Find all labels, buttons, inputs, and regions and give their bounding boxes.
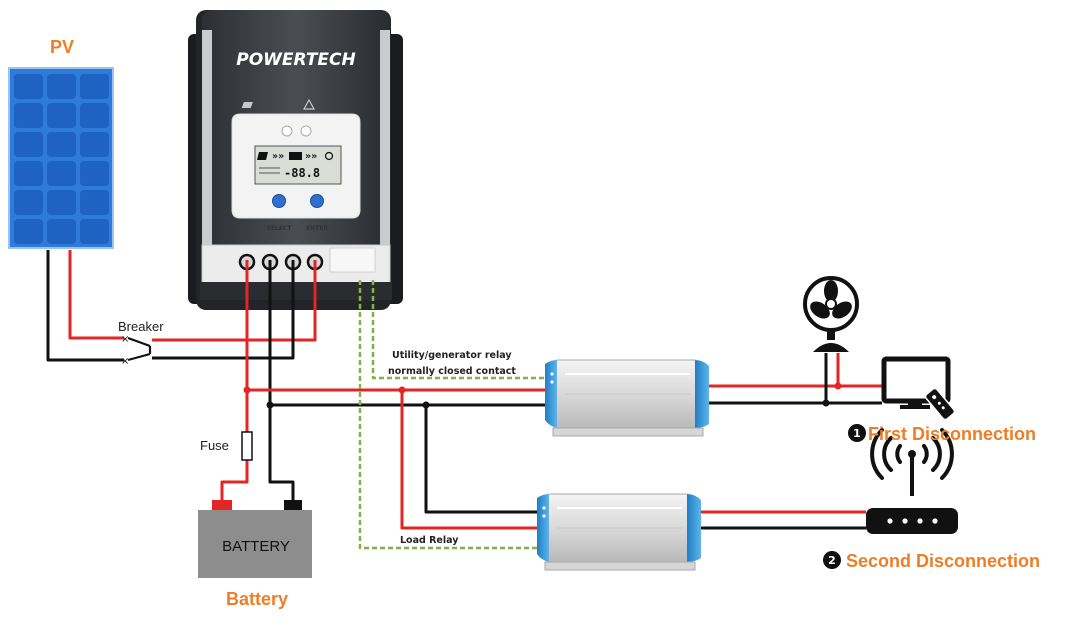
inverter2-positive	[400, 390, 538, 530]
brand-logo: POWERTECH	[236, 50, 356, 70]
breaker-contact-top: ×	[121, 334, 129, 345]
select-button-label: SELECT	[267, 225, 293, 232]
fan-icon	[803, 276, 859, 352]
utility-relay-label-line2: normally closed contact	[388, 366, 516, 377]
junction-dot	[422, 401, 430, 409]
fuse-label: Fuse	[200, 438, 229, 453]
solar-cell	[14, 74, 43, 99]
solar-cell	[47, 74, 76, 99]
lcd-battery-icon	[289, 152, 302, 160]
first-number-badge	[848, 424, 866, 442]
inverter-2	[537, 493, 701, 571]
battery-body	[198, 510, 312, 578]
enter-button-label: ENTER	[306, 225, 328, 232]
inverter-1	[545, 359, 709, 437]
wifi-router-icon	[866, 428, 958, 534]
solar-cell	[80, 74, 109, 99]
breaker-to-controller-neg	[152, 260, 295, 360]
indicator-led-left	[281, 125, 293, 137]
terminal-info-block	[329, 247, 376, 273]
solar-cell	[80, 161, 109, 186]
battery-caption: Battery	[226, 589, 288, 609]
lcd-panel-icon	[257, 152, 268, 160]
lcd-bulb-icon	[324, 151, 334, 161]
battery-negative-wire	[268, 260, 295, 502]
breaker-label: Breaker	[118, 319, 164, 334]
solar-cell	[47, 161, 76, 186]
lcd-arrows-left: »»	[272, 151, 284, 162]
solar-cell	[80, 132, 109, 157]
solar-cell	[14, 132, 43, 157]
junction-dot	[822, 399, 830, 407]
second-disconnection-label: Second Disconnection	[846, 551, 1040, 571]
second-number-badge	[823, 551, 841, 569]
load-relay-signal	[358, 280, 538, 550]
first-number: 1	[853, 427, 861, 440]
solar-cell	[14, 190, 43, 215]
solar-cell	[14, 103, 43, 128]
breaker-switch	[127, 336, 152, 362]
battery: BATTERY	[198, 500, 312, 578]
battery-positive-wire-lower	[220, 460, 249, 502]
solar-cell	[47, 132, 76, 157]
pv-negative-wire	[46, 250, 124, 362]
solar-cell	[80, 190, 109, 215]
battery-box-label: BATTERY	[222, 538, 290, 555]
first-disconnection-label: First Disconnection	[868, 424, 1036, 444]
lcd-readout: -88.8	[284, 166, 320, 180]
lcd-screen	[254, 145, 342, 185]
inverter2-negative	[424, 405, 538, 514]
junction-dot	[243, 386, 251, 394]
solar-cell	[80, 103, 109, 128]
junction-dot	[398, 386, 406, 394]
fuse-symbol	[241, 431, 253, 461]
solar-cell	[80, 219, 109, 244]
battery-positive-terminal	[212, 500, 232, 512]
junction-dot	[834, 382, 842, 390]
solar-cell	[47, 190, 76, 215]
solar-cell	[14, 219, 43, 244]
panel-indicator-icon	[241, 102, 253, 108]
charge-controller: POWERTECH »» »» -88.8 SELECT ENTER	[188, 10, 403, 310]
utility-relay-label-line1: Utility/generator relay	[392, 350, 512, 361]
breaker-contact-bottom: ×	[121, 356, 129, 367]
remote-icon	[924, 387, 956, 421]
load-relay-label: Load Relay	[400, 535, 459, 546]
pv-positive-wire	[68, 250, 124, 340]
utility-relay-signal	[371, 280, 548, 380]
solar-cell	[47, 219, 76, 244]
lcd-arrows-right: »»	[305, 151, 317, 162]
indicator-led-right	[300, 125, 312, 137]
junction-dot	[266, 401, 274, 409]
enter-button[interactable]	[310, 194, 324, 208]
warning-indicator-icon	[302, 98, 316, 110]
solar-panel-icon	[8, 67, 114, 249]
second-number: 2	[828, 554, 836, 567]
breaker-to-controller-pos	[152, 260, 317, 342]
select-button[interactable]	[272, 194, 286, 208]
battery-negative-terminal	[284, 500, 302, 512]
solar-cell	[14, 161, 43, 186]
wires: × ×	[46, 250, 882, 550]
solar-cell	[47, 103, 76, 128]
pv-label: PV	[50, 37, 74, 57]
